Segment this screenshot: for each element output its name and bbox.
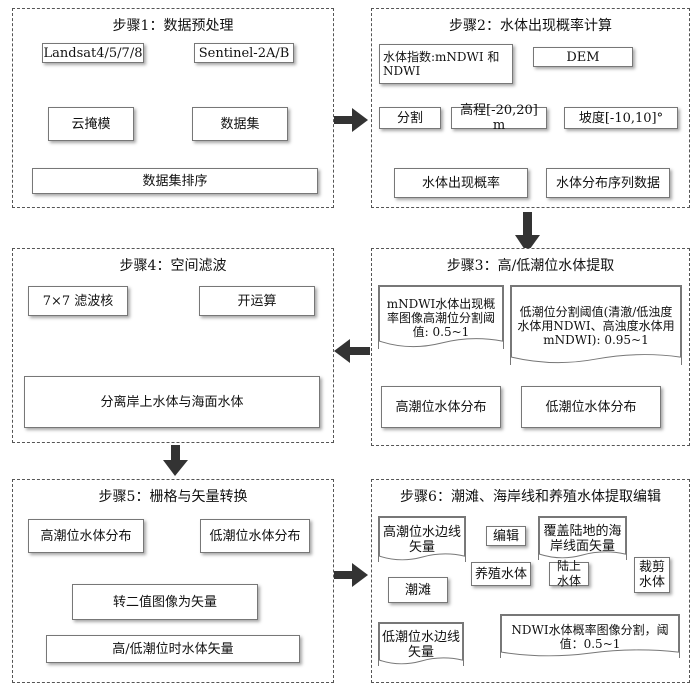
low-tide-dist-box: 低潮位水体分布 <box>521 386 661 428</box>
aquaculture-box: 养殖水体 <box>471 562 531 586</box>
low-threshold-box: 低潮位分割阈值(清澈/低浊度水体用NDWI、高浊度水体用mNDWI): 0.95… <box>510 285 682 365</box>
panel-title: 步骤4：空间滤波 <box>119 258 227 274</box>
land-water-box: 陆上水体 <box>549 559 589 588</box>
ndwi-split-label: NDWI水体概率图像分割，阈值：0.5~1 <box>511 622 669 651</box>
document-shape <box>539 517 626 559</box>
split-label: 分割 <box>396 110 423 126</box>
document-shape <box>379 517 465 561</box>
coastline-label: 覆盖陆地的海岸线面矢量 <box>543 523 622 554</box>
water-index-box: 水体指数:mNDWI 和NDWI <box>379 44 513 84</box>
separate-water-box: 分离岸上水体与海面水体 <box>24 376 320 428</box>
document-shape <box>511 286 681 364</box>
edit-box: 编辑 <box>486 526 526 546</box>
water-sequence-label: 水体分布序列数据 <box>555 175 660 191</box>
water-index-label: 水体指数:mNDWI 和NDWI <box>383 50 500 78</box>
opening-box: 开运算 <box>199 286 315 316</box>
to-vector-box: 转二值图像为矢量 <box>72 584 258 620</box>
dataset-box: 数据集 <box>192 107 288 141</box>
split-box: 分割 <box>379 107 441 129</box>
landsat-box: Landsat4/5/7/8 <box>42 43 144 63</box>
high-tide-raster-label: 高潮位水体分布 <box>40 528 132 544</box>
tidal-flat-box: 潮滩 <box>388 577 448 603</box>
filter-kernel-box: 7×7 滤波核 <box>28 286 128 316</box>
panel-title: 步骤1：数据预处理 <box>112 18 234 34</box>
to-vector-label: 转二值图像为矢量 <box>112 594 217 610</box>
separate-water-label: 分离岸上水体与海面水体 <box>100 394 244 410</box>
opening-label: 开运算 <box>237 293 277 309</box>
low-tide-raster-label: 低潮位水体分布 <box>209 528 301 544</box>
low-tide-raster-box: 低潮位水体分布 <box>200 519 310 553</box>
high-waterline-box: 高潮位水边线矢量 <box>378 516 466 562</box>
panel-title: 步骤6：潮滩、海岸线和养殖水体提取编辑 <box>400 489 661 505</box>
high-waterline-label: 高潮位水边线矢量 <box>382 524 461 555</box>
cloud-mask-label: 云掩模 <box>71 116 111 132</box>
high-threshold-box: mNDWI水体出现概率图像高潮位分割阈值: 0.5~1 <box>378 285 504 349</box>
water-probability-label: 水体出现概率 <box>421 175 500 191</box>
water-vector-box: 高/低潮位时水体矢量 <box>46 635 300 663</box>
document-shape <box>501 615 679 657</box>
clip-water-label: 裁剪水体 <box>638 560 665 590</box>
dem-box: DEM <box>533 47 633 67</box>
edit-label: 编辑 <box>492 528 519 544</box>
panel-title: 步骤3：高/低潮位水体提取 <box>446 258 615 274</box>
panel-title: 步骤5：栅格与矢量转换 <box>98 489 248 505</box>
filter-kernel-label: 7×7 滤波核 <box>42 293 114 309</box>
low-waterline-label: 低潮位水边线矢量 <box>382 629 461 660</box>
sentinel-box: Sentinel-2A/B <box>194 43 294 63</box>
document-shape <box>379 286 503 348</box>
aquaculture-label: 养殖水体 <box>475 566 528 582</box>
water-sequence-box: 水体分布序列数据 <box>546 168 670 198</box>
elevation-box: 高程[-20,20] m <box>451 103 547 133</box>
dem-label: DEM <box>566 49 600 65</box>
water-probability-box: 水体出现概率 <box>394 168 528 198</box>
panel-title: 步骤2：水体出现概率计算 <box>449 18 612 34</box>
clip-water-box: 裁剪水体 <box>634 557 670 593</box>
slope-label: 坡度[-10,10]° <box>578 110 664 126</box>
dataset-label: 数据集 <box>220 116 260 132</box>
high-threshold-label: mNDWI水体出现概率图像高潮位分割阈值: 0.5~1 <box>386 296 496 339</box>
coastline-box: 覆盖陆地的海岸线面矢量 <box>538 516 627 560</box>
sentinel-label: Sentinel-2A/B <box>198 45 290 61</box>
cloud-mask-box: 云掩模 <box>48 107 134 141</box>
land-water-label: 陆上水体 <box>556 559 581 588</box>
low-waterline-box: 低潮位水边线矢量 <box>378 622 464 666</box>
dataset-sort-box: 数据集排序 <box>32 168 318 194</box>
landsat-label: Landsat4/5/7/8 <box>43 45 143 61</box>
low-tide-dist-label: 低潮位水体分布 <box>545 399 637 415</box>
elevation-label: 高程[-20,20] m <box>460 103 538 133</box>
tidal-flat-label: 潮滩 <box>404 582 431 598</box>
document-shape <box>379 623 463 665</box>
low-threshold-label: 低潮位分割阈值(清澈/低浊度水体用NDWI、高浊度水体用mNDWI): 0.95… <box>517 304 675 347</box>
high-tide-dist-label: 高潮位水体分布 <box>395 399 487 415</box>
dataset-sort-label: 数据集排序 <box>142 173 208 189</box>
ndwi-split-box: NDWI水体概率图像分割，阈值：0.5~1 <box>500 614 680 658</box>
water-vector-label: 高/低潮位时水体矢量 <box>112 641 234 657</box>
high-tide-raster-box: 高潮位水体分布 <box>28 519 144 553</box>
slope-box: 坡度[-10,10]° <box>564 107 678 129</box>
high-tide-dist-box: 高潮位水体分布 <box>381 386 501 428</box>
